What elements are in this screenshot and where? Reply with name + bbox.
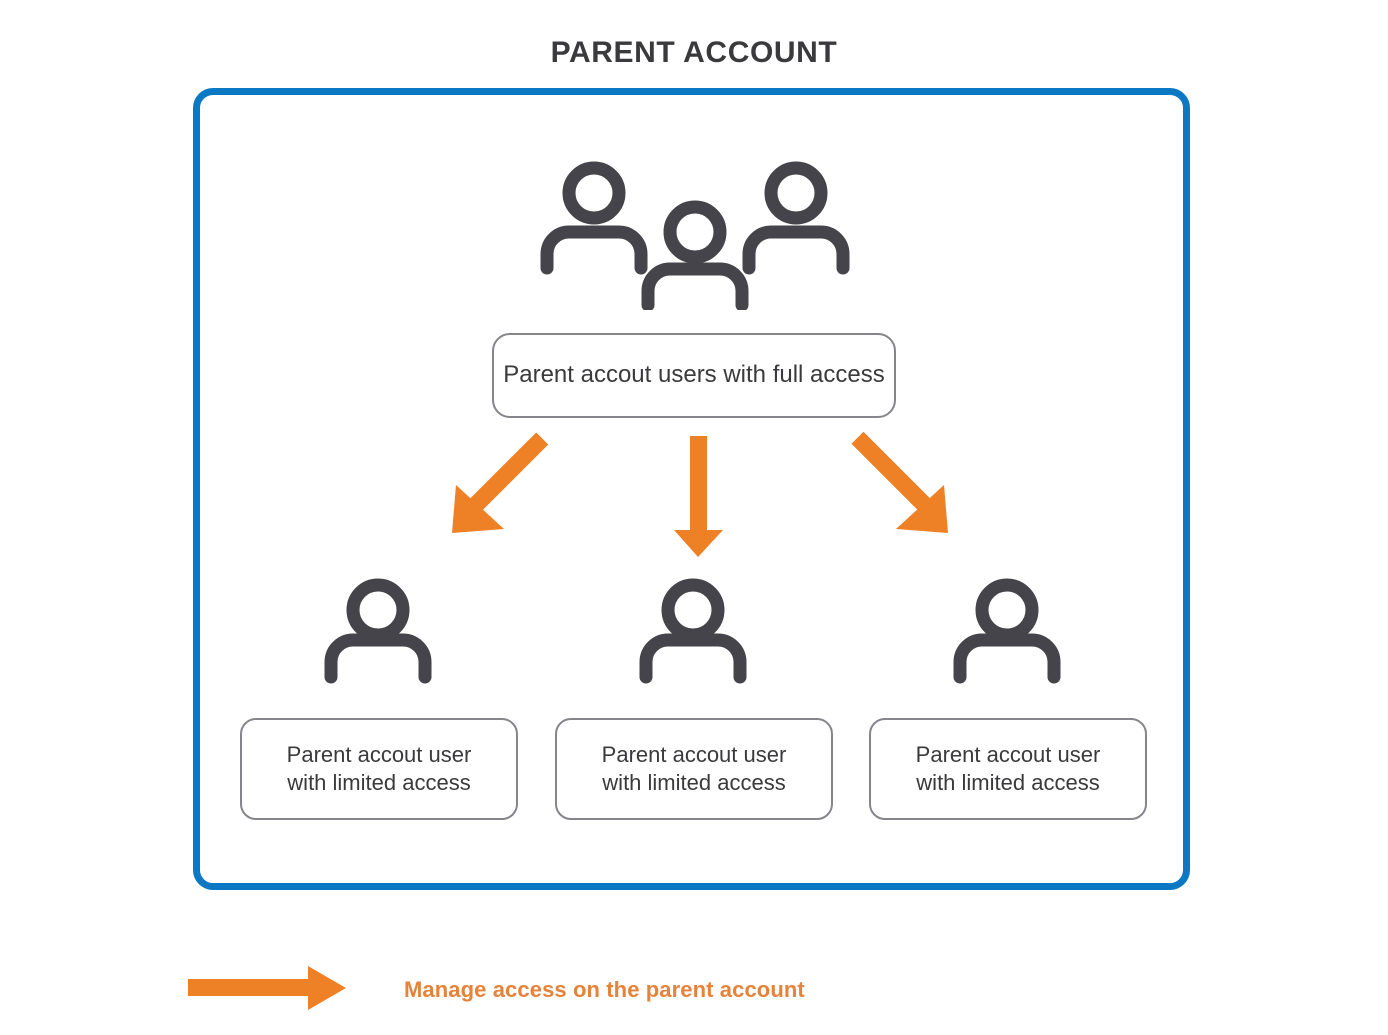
child-label-2: Parent accout user with limited access [601, 741, 787, 795]
child-label-1: Parent accout user with limited access [286, 741, 472, 795]
child-box-2: Parent accout user with limited access [555, 718, 833, 820]
child-box-3: Parent accout user with limited access [869, 718, 1147, 820]
right-arrow-icon [186, 960, 348, 1021]
legend-label: Manage access on the parent account [404, 977, 805, 1002]
user-icon-1 [322, 578, 434, 691]
parent-full-access-label: Parent accout users with full access [503, 361, 885, 389]
child-box-1: Parent accout user with limited access [240, 718, 518, 820]
user-icon-2 [637, 578, 749, 691]
child-label-3: Parent accout user with limited access [915, 741, 1101, 795]
arrow-left [440, 430, 570, 555]
page-title: PARENT ACCOUNT [550, 36, 838, 69]
user-icon-3 [951, 578, 1063, 691]
arrow-down [660, 430, 750, 565]
legend: Manage access on the parent account [186, 962, 1086, 1018]
group-users-icon [533, 160, 857, 315]
parent-full-access-box: Parent accout users with full access [492, 333, 896, 418]
arrow-right [830, 430, 960, 555]
